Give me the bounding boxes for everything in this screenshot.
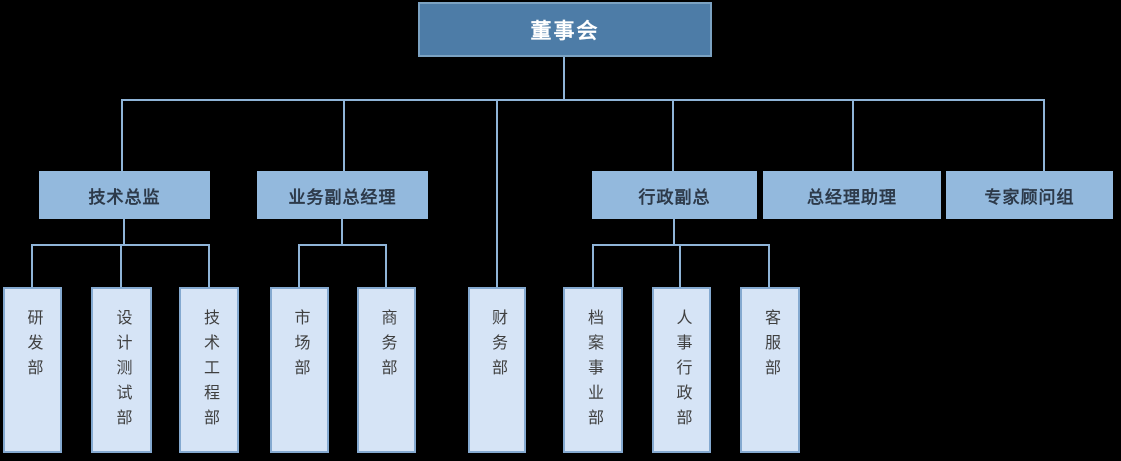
org-node-expert-advisory-group[interactable]: 专家顾问组 [946, 171, 1113, 219]
connector-admin-bus [592, 244, 770, 246]
org-node-rd-dept-label: 研发部 [24, 309, 42, 384]
connector-drop-tech-director [121, 100, 123, 171]
connector-drop-archives-dept [592, 245, 594, 287]
connector-drop-business-deputy [343, 100, 345, 171]
org-node-archives-dept[interactable]: 档案事业部 [563, 287, 623, 453]
org-node-tech-director-label: 技术总监 [88, 187, 161, 207]
org-node-rd-dept[interactable]: 研发部 [3, 287, 62, 453]
org-node-tech-eng-dept[interactable]: 技术工程部 [179, 287, 239, 453]
org-node-business-deputy-gm-label: 业务副总经理 [288, 187, 397, 207]
org-node-hr-admin-dept-label: 人事行政部 [673, 309, 691, 434]
org-node-hr-admin-dept[interactable]: 人事行政部 [652, 287, 711, 453]
connector-drop-finance-dept [496, 100, 498, 287]
org-node-finance-dept[interactable]: 财务部 [468, 287, 526, 453]
org-node-market-dept[interactable]: 市场部 [270, 287, 329, 453]
connector-drop-market-dept [298, 245, 300, 287]
org-node-gm-assistant-label: 总经理助理 [807, 187, 897, 207]
org-node-expert-advisory-group-label: 专家顾问组 [984, 187, 1075, 207]
connector-drop-rd-dept [31, 245, 33, 287]
org-node-customer-service-dept-label: 客服部 [762, 309, 779, 384]
connector-drop-customer-service-dept [768, 245, 770, 287]
connector-drop-design-test-dept [120, 245, 122, 287]
connector-drop-expert-group [1043, 100, 1045, 171]
org-node-design-test-dept-label: 设计测试部 [113, 309, 131, 434]
org-node-admin-deputy[interactable]: 行政副总 [592, 171, 757, 219]
org-node-board[interactable]: 董事会 [418, 2, 712, 57]
org-node-archives-dept-label: 档案事业部 [585, 309, 602, 434]
org-node-market-dept-label: 市场部 [291, 309, 309, 384]
connector-drop-commerce-dept [385, 245, 387, 287]
connector-business-stem [341, 219, 343, 246]
connector-drop-hr-admin-dept [679, 245, 681, 287]
connector-root-stem [563, 57, 565, 100]
connector-drop-tech-eng-dept [208, 245, 210, 287]
org-node-tech-eng-dept-label: 技术工程部 [201, 309, 218, 434]
org-node-admin-deputy-label: 行政副总 [638, 187, 711, 207]
org-node-business-deputy-gm[interactable]: 业务副总经理 [257, 171, 428, 219]
org-node-design-test-dept[interactable]: 设计测试部 [91, 287, 152, 453]
org-node-tech-director[interactable]: 技术总监 [39, 171, 210, 219]
org-node-board-label: 董事会 [530, 19, 600, 43]
org-node-finance-dept-label: 财务部 [489, 309, 506, 384]
org-node-commerce-dept[interactable]: 商务部 [357, 287, 416, 453]
connector-drop-admin-deputy [672, 100, 674, 171]
connector-main-bus [121, 99, 1045, 101]
connector-tech-stem [123, 219, 125, 246]
connector-admin-stem [673, 219, 675, 246]
org-node-gm-assistant[interactable]: 总经理助理 [763, 171, 941, 219]
connector-drop-gm-assistant [852, 100, 854, 171]
org-node-customer-service-dept[interactable]: 客服部 [740, 287, 800, 453]
connector-business-bus [298, 244, 387, 246]
org-node-commerce-dept-label: 商务部 [378, 309, 396, 384]
